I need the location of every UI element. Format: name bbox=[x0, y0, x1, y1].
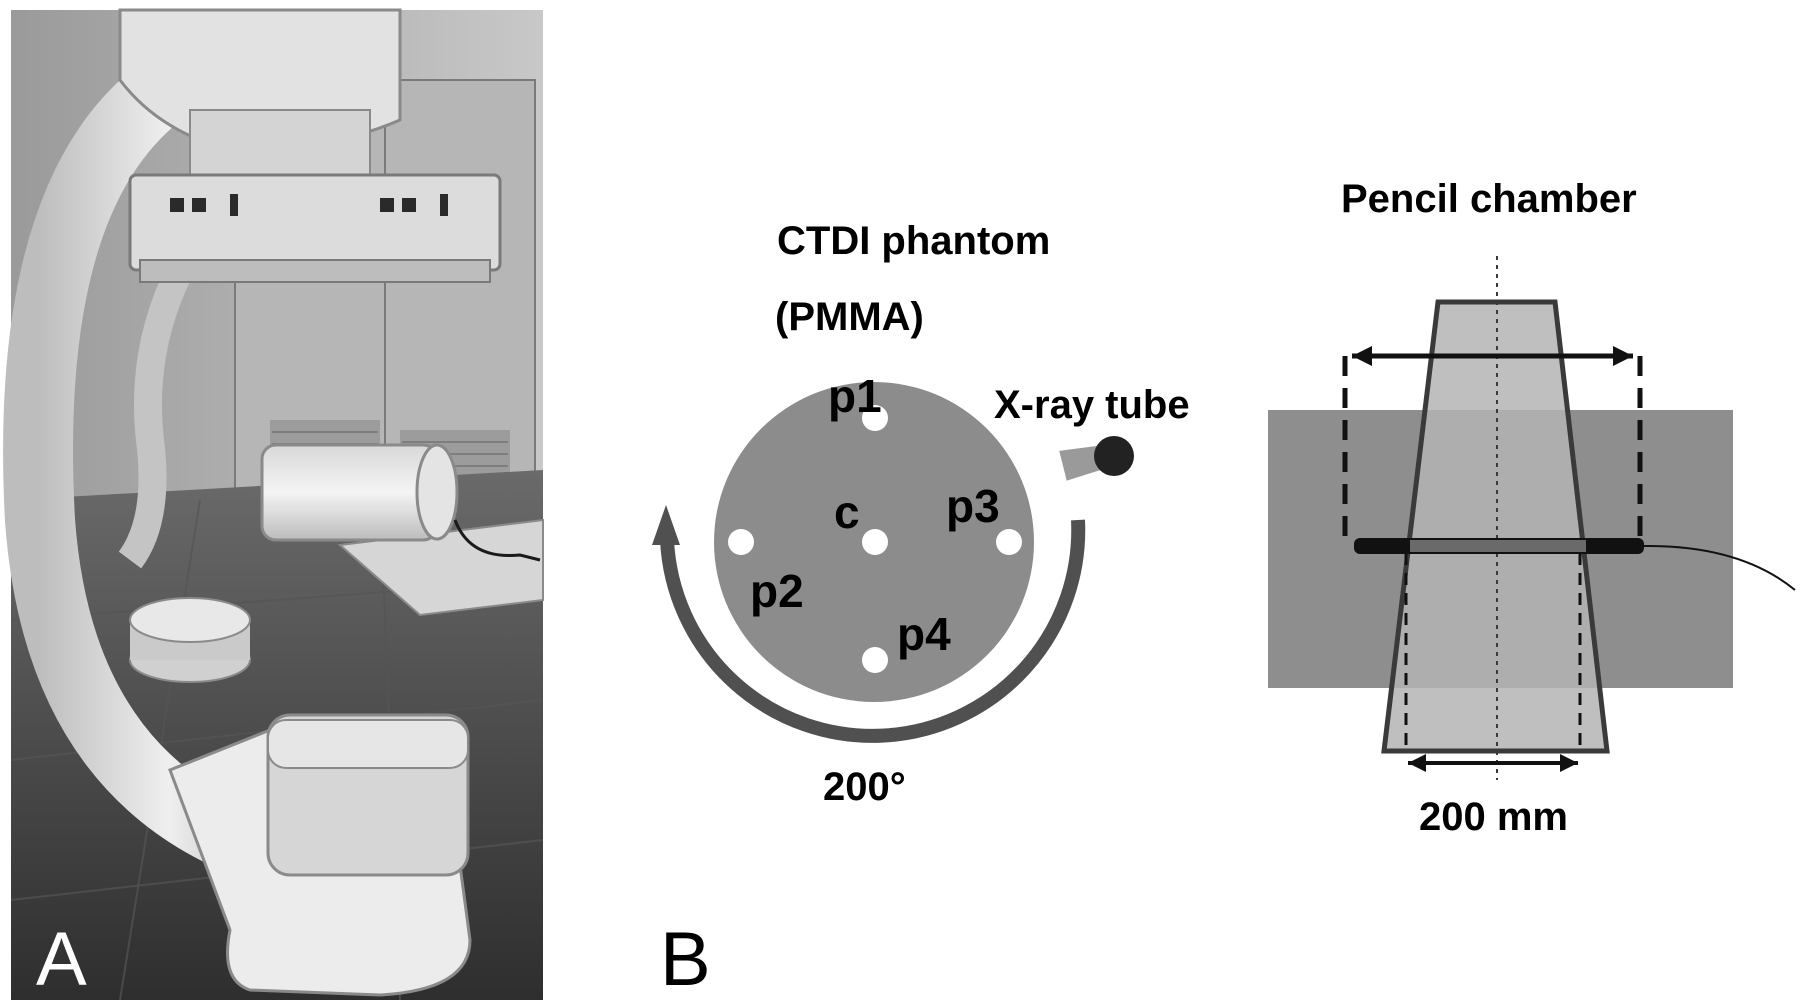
phantom-title-line2: (PMMA) bbox=[775, 295, 924, 339]
rotation-arrowhead bbox=[652, 505, 680, 545]
label-p4: p4 bbox=[897, 608, 951, 660]
panel-a-letter: A bbox=[36, 917, 87, 1002]
c-arm-ring bbox=[3, 33, 309, 894]
flat-panel-detector bbox=[128, 173, 502, 272]
length-label: 200 mm bbox=[1419, 795, 1568, 839]
pencil-chamber-title: Pencil chamber bbox=[1341, 177, 1637, 221]
label-p3: p3 bbox=[946, 480, 1000, 532]
xray-tube-label: X-ray tube bbox=[994, 383, 1190, 427]
hole-p4 bbox=[862, 647, 888, 673]
panel-b-letter: B bbox=[660, 917, 711, 1002]
length-dimension-arrow bbox=[1408, 754, 1578, 772]
rotation-arc bbox=[660, 519, 1086, 743]
cable-hose bbox=[118, 263, 193, 569]
panel-b-diagram: B CTDI phantom (PMMA) p1 p2 p3 p4 c X-ra… bbox=[652, 177, 1796, 1002]
pencil-chamber-inside-beam bbox=[1410, 540, 1586, 552]
label-p1: p1 bbox=[828, 370, 882, 422]
rotation-angle-label: 200° bbox=[823, 765, 906, 809]
phantom-table bbox=[337, 518, 544, 617]
hole-center bbox=[862, 529, 888, 555]
hole-p1 bbox=[862, 405, 888, 431]
phantom-title-line1: CTDI phantom bbox=[777, 219, 1050, 263]
pmma-cylinder-photo bbox=[260, 443, 439, 542]
hole-p3 bbox=[996, 529, 1022, 555]
chamber-cable bbox=[1643, 544, 1796, 591]
xray-tube-source-icon bbox=[1094, 436, 1134, 476]
panel-a-photo: A bbox=[3, 8, 544, 1002]
label-center: c bbox=[834, 486, 860, 538]
label-p2: p2 bbox=[750, 565, 804, 617]
chamber-length-bracket bbox=[1342, 346, 1643, 546]
hole-p2 bbox=[728, 529, 754, 555]
xray-beam-trapezoid bbox=[1381, 299, 1610, 754]
